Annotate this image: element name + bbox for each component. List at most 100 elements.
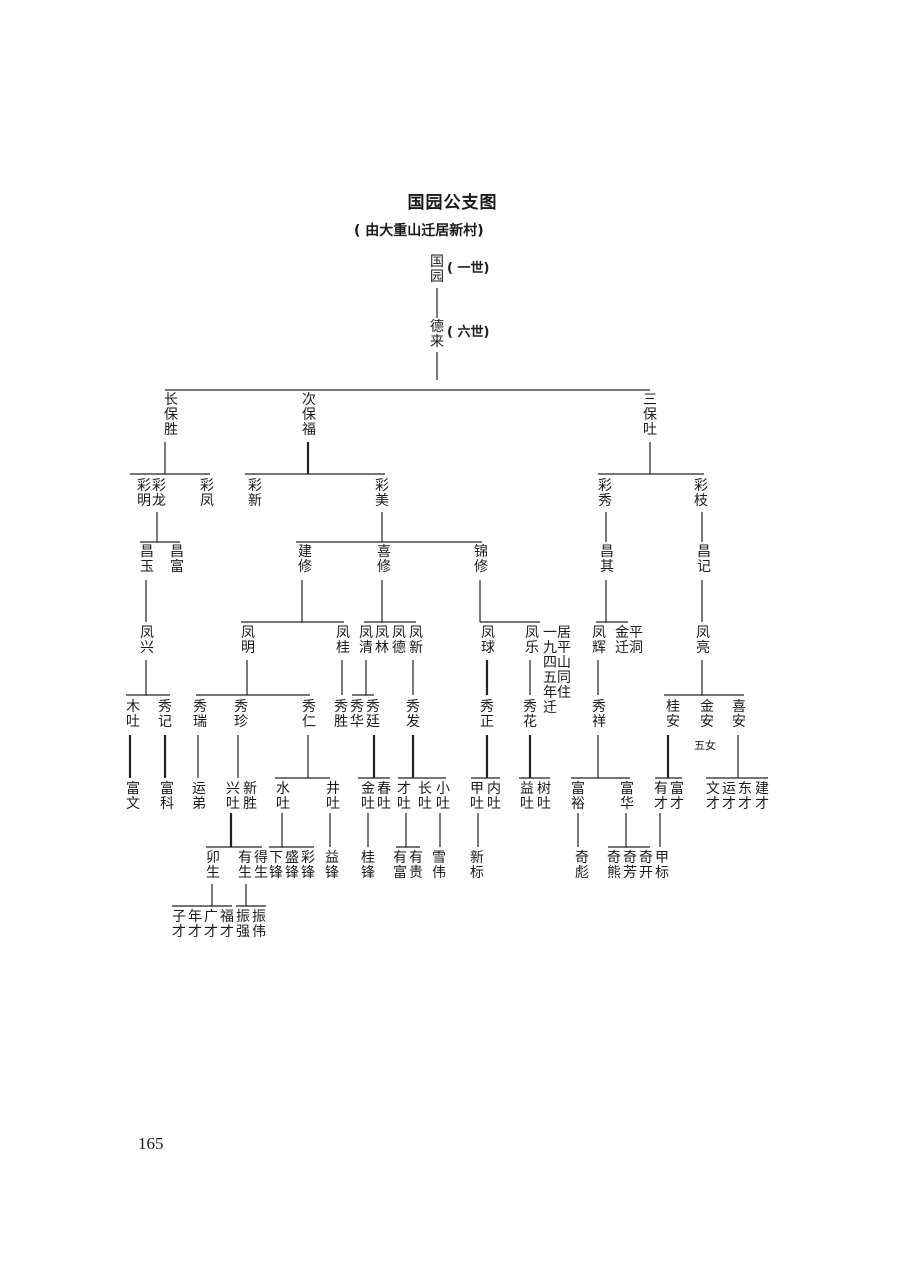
name-char: 洞 <box>629 640 643 656</box>
name-column: 富文 <box>126 782 140 812</box>
page-subtitle: ( 由大重山迁居新村) <box>354 223 484 239</box>
person-xiuzheng: 秀正 <box>480 700 494 730</box>
name-column: 甲吐 <box>470 782 484 812</box>
person-guangcai: 广才 <box>204 910 218 940</box>
name-char: 胜 <box>164 422 178 438</box>
name-column: 秀仁 <box>302 700 316 730</box>
person-fenglin: 凤林 <box>375 626 389 656</box>
name-char: 昌 <box>600 544 614 560</box>
name-column: 秀花 <box>523 700 537 730</box>
name-column: 秀廷 <box>366 700 380 730</box>
name-char: 桂 <box>361 850 375 866</box>
person-caifeng2: 彩锋 <box>301 851 315 881</box>
person-xinsheng: 新胜 <box>243 782 257 812</box>
name-char: 居 <box>557 625 571 641</box>
name-char: 秀 <box>592 699 606 715</box>
name-column: 水吐 <box>276 782 290 812</box>
person-fengming: 凤明 <box>241 626 255 656</box>
person-jinqian: 金迁平洞 <box>615 626 643 656</box>
name-column: 新胜 <box>243 782 257 812</box>
name-column: 秀胜 <box>334 700 348 730</box>
person-xingtu: 兴吐 <box>226 782 240 812</box>
name-char: 有 <box>393 850 407 866</box>
name-column: 秀正 <box>480 700 494 730</box>
name-char: 凤 <box>375 625 389 641</box>
name-column: 秀瑞 <box>193 700 207 730</box>
name-char: 平 <box>557 640 571 656</box>
name-char: 彩 <box>248 478 262 494</box>
name-char: 凤 <box>409 625 423 641</box>
name-char: 喜 <box>377 544 391 560</box>
name-char: 开 <box>639 865 653 881</box>
name-char: 其 <box>600 559 614 575</box>
person-mutu: 木吐 <box>126 700 140 730</box>
name-char: 长 <box>418 781 432 797</box>
person-xiuji: 秀记 <box>158 700 172 730</box>
name-char: 凤 <box>696 625 710 641</box>
person-yitu: 益吐 <box>520 782 534 812</box>
person-fenggui: 凤桂 <box>336 626 350 656</box>
person-baotu: 三保吐 <box>643 393 657 438</box>
name-char: 凤 <box>359 625 373 641</box>
name-column: 秀记 <box>158 700 172 730</box>
name-column: 彩美 <box>375 479 389 509</box>
name-char: 兴 <box>140 640 154 656</box>
name-char: 昌 <box>697 544 711 560</box>
name-char: 伟 <box>432 865 446 881</box>
name-char: 福 <box>220 909 234 925</box>
name-char: 井 <box>326 781 340 797</box>
person-jiatu: 甲吐 <box>470 782 484 812</box>
name-char: 科 <box>160 796 174 812</box>
name-column: 子才 <box>172 910 186 940</box>
person-xiaotu: 小吐 <box>436 782 450 812</box>
person-jiancai: 建才 <box>755 782 769 812</box>
name-column: 长吐 <box>418 782 432 812</box>
name-char: 彩 <box>375 478 389 494</box>
name-char: 芳 <box>623 865 637 881</box>
name-char: 有 <box>654 781 668 797</box>
name-char: 吐 <box>470 796 484 812</box>
name-char: 锦 <box>474 544 488 560</box>
person-youcai: 有才 <box>654 782 668 812</box>
person-fuyu: 富裕 <box>571 782 585 812</box>
name-column: 奇开 <box>639 851 653 881</box>
name-char: 迁 <box>543 700 557 716</box>
name-char: 富 <box>620 781 634 797</box>
name-column: 得生 <box>254 851 268 881</box>
person-xiuhua2: 秀花 <box>523 700 537 730</box>
name-char: 凤 <box>140 625 154 641</box>
name-column: 振强 <box>236 910 250 940</box>
person-cailong: 彩龙 <box>152 479 166 509</box>
name-char: 瑞 <box>193 714 207 730</box>
name-char: 美 <box>375 493 389 509</box>
name-char: 珍 <box>234 714 248 730</box>
person-yundi: 运弟 <box>192 782 206 812</box>
name-char: 新 <box>409 640 423 656</box>
name-char: 吐 <box>126 714 140 730</box>
name-char: 华 <box>620 796 634 812</box>
name-char: 金 <box>615 625 629 641</box>
name-char: 强 <box>236 924 250 940</box>
name-char: 乐 <box>525 640 539 656</box>
person-jingtu: 井吐 <box>326 782 340 812</box>
name-column: 盛锋 <box>285 851 299 881</box>
name-char: 彩 <box>694 478 708 494</box>
person-xiuzhen: 秀珍 <box>234 700 248 730</box>
name-char: 运 <box>722 781 736 797</box>
name-char: 才 <box>204 924 218 940</box>
person-neitu: 内吐 <box>487 782 501 812</box>
note-five-daughters: 五女 <box>694 739 716 752</box>
person-changyu: 昌玉 <box>140 545 154 575</box>
person-xian: 喜安 <box>732 700 746 730</box>
name-column: 井吐 <box>326 782 340 812</box>
name-char: 水 <box>276 781 290 797</box>
name-char: 记 <box>697 559 711 575</box>
name-column: 金迁 <box>615 626 629 656</box>
person-guifeng: 桂锋 <box>361 851 375 881</box>
name-column: 彩锋 <box>301 851 315 881</box>
name-char: 振 <box>236 909 250 925</box>
name-column: 喜安 <box>732 700 746 730</box>
name-char: 记 <box>158 714 172 730</box>
person-chuntu: 春吐 <box>377 782 391 812</box>
name-char: 昌 <box>140 544 154 560</box>
